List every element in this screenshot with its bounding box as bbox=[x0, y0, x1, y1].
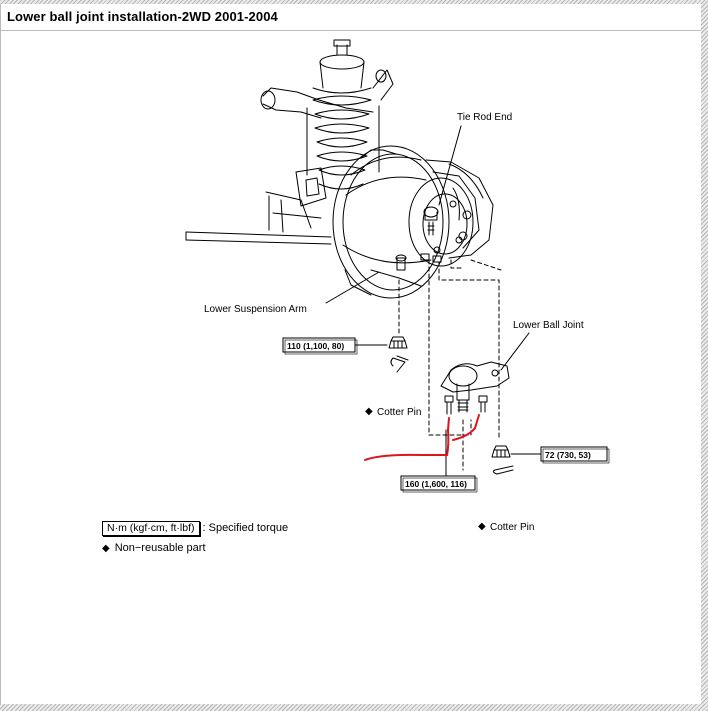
title-bar: Lower ball joint installation-2WD 2001-2… bbox=[1, 4, 701, 31]
assembly-lines bbox=[398, 259, 502, 471]
legend-torque-row: N·m (kgf·cm, ft·lbf) : Specified torque bbox=[102, 518, 288, 538]
legend: N·m (kgf·cm, ft·lbf) : Specified torque … bbox=[102, 518, 288, 558]
torque-box-bolts: 160 (1,600, 116) bbox=[400, 475, 478, 493]
label-tie-rod-end: Tie Rod End bbox=[457, 112, 512, 123]
torque-box-right: 72 (730, 53) bbox=[540, 446, 610, 464]
label-cotter-pin-left: Cotter Pin bbox=[377, 407, 421, 418]
diamond-marker-left: ◆ bbox=[365, 406, 373, 417]
tie-rod-leader bbox=[438, 125, 462, 206]
red-annotation bbox=[364, 414, 480, 461]
legend-unit-desc: : Specified torque bbox=[202, 522, 289, 534]
upper-control-arm bbox=[260, 69, 394, 119]
castle-nut-left bbox=[388, 336, 408, 349]
wheel-hub bbox=[408, 177, 474, 267]
coil-spring bbox=[306, 39, 380, 190]
castle-nut-right bbox=[491, 445, 511, 458]
content-panel: Lower ball joint installation-2WD 2001-2… bbox=[0, 4, 701, 704]
torque-spec-nut-left: 110 (1,100, 80) bbox=[287, 341, 344, 351]
lower-suspension-arm bbox=[370, 254, 422, 287]
legend-unit-box: N·m (kgf·cm, ft·lbf) bbox=[102, 520, 200, 536]
torque-spec-bolts: 160 (1,600, 116) bbox=[405, 479, 467, 489]
tie-rod-end bbox=[423, 206, 439, 236]
cotter-pin-left bbox=[390, 355, 409, 373]
torque-spec-nut-right: 72 (730, 53) bbox=[545, 450, 591, 460]
diamond-icon: ◆ bbox=[102, 542, 110, 554]
legend-nonreusable-row: ◆ Non−reusable part bbox=[102, 538, 288, 558]
label-cotter-pin-right: Cotter Pin bbox=[490, 522, 534, 533]
diamond-marker-right: ◆ bbox=[478, 521, 486, 532]
lower-arm-leader bbox=[325, 271, 380, 304]
top-border bbox=[0, 0, 708, 4]
bottom-border bbox=[0, 704, 708, 711]
ball-joint-leader bbox=[500, 332, 530, 371]
torque-box-left: 110 (1,100, 80) bbox=[282, 337, 358, 355]
right-scrollbar-border bbox=[700, 0, 708, 711]
page-title: Lower ball joint installation-2WD 2001-2… bbox=[7, 9, 278, 24]
cotter-pin-right bbox=[492, 465, 514, 475]
steering-knuckle bbox=[295, 167, 327, 207]
legend-nonreusable: Non−reusable part bbox=[114, 542, 206, 554]
lower-ball-joint bbox=[440, 361, 510, 415]
label-lower-ball-joint: Lower Ball Joint bbox=[513, 320, 584, 331]
label-lower-suspension-arm: Lower Suspension Arm bbox=[204, 304, 307, 315]
brake-rotor bbox=[332, 145, 450, 299]
suspension-diagram: 110 (1,100, 80) 72 (730, 53) 160 (1,600,… bbox=[185, 39, 610, 533]
frame-rail bbox=[185, 191, 332, 245]
